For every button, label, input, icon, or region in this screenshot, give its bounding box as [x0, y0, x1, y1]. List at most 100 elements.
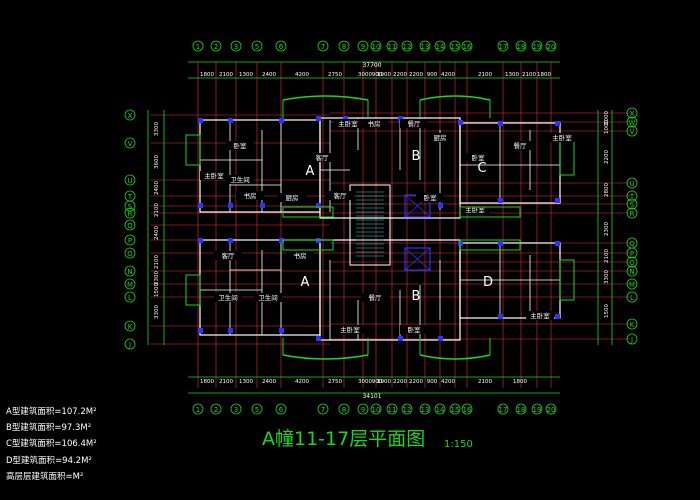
- dimension-left: 2400: [154, 226, 160, 240]
- dimension-bottom: 4200: [295, 379, 309, 385]
- axis-bubble-right: [626, 256, 638, 268]
- axis-label-right: W: [629, 119, 636, 127]
- room-label-bg: [464, 153, 492, 162]
- room-label: 卫生间: [230, 175, 250, 184]
- room-label-bg: [308, 153, 336, 162]
- axis-label-right: J: [630, 336, 633, 344]
- room-label-bg: [416, 193, 444, 202]
- axis-label-bottom: 11: [388, 406, 397, 414]
- corridor-strip: [459, 206, 521, 218]
- axis-label-right: T: [629, 193, 635, 201]
- room-label-bg: [506, 141, 534, 150]
- axis-label-bottom: 5: [255, 406, 259, 414]
- axis-bubble-top: [515, 40, 527, 52]
- axis-bubble-top: [419, 40, 431, 52]
- room-label-bg: [286, 251, 314, 260]
- axis-label-left: N: [127, 268, 132, 276]
- axis-label-bottom: 12: [403, 406, 412, 414]
- dimension-bottom: 2100: [478, 379, 492, 385]
- structural-column: [316, 116, 321, 121]
- axis-label-right: K: [630, 321, 635, 329]
- dimension-bottom: 1800: [513, 379, 527, 385]
- axis-bubble-top: [461, 40, 473, 52]
- axis-bubble-left: [124, 320, 136, 332]
- axis-label-left: J: [128, 341, 131, 349]
- dimension-right: 1000: [604, 120, 610, 134]
- axis-bubble-left: [124, 137, 136, 149]
- room-label: 卧室: [234, 141, 248, 150]
- room-label-bg: [400, 325, 428, 334]
- room-label-bg: [226, 141, 254, 150]
- axis-bubble-top: [401, 40, 413, 52]
- axis-bubble-right: [626, 125, 638, 137]
- room-label: 卧室: [472, 153, 486, 162]
- axis-bubble-top: [545, 40, 557, 52]
- dimension-right: 1500: [604, 304, 610, 318]
- room-label: 餐厅: [369, 293, 383, 302]
- room-label-bg: [326, 191, 354, 200]
- axis-label-bottom: 20: [547, 406, 556, 414]
- axis-label-right: M: [629, 281, 635, 289]
- axis-label-left: U: [127, 177, 132, 185]
- dimension-top: 2400: [262, 72, 276, 78]
- structural-column: [498, 314, 503, 319]
- dimension-left: 1500: [154, 283, 160, 297]
- note-high-floor-area: 高层层建筑面积=M²: [6, 472, 84, 482]
- axis-label-right: Q: [629, 240, 635, 248]
- axis-bubble-top: [317, 40, 329, 52]
- balcony-arc: [282, 354, 369, 360]
- room-label: 客厅: [334, 191, 348, 200]
- axis-label-top: 1: [196, 43, 200, 51]
- dimension-top: 4200: [441, 72, 455, 78]
- axis-label-top: 17: [499, 43, 508, 51]
- axis-bubble-left: [124, 219, 136, 231]
- structural-column: [398, 116, 403, 121]
- axis-label-top: 18: [517, 43, 526, 51]
- axis-bubble-top: [338, 40, 350, 52]
- unit-letter: A: [301, 275, 310, 290]
- axis-bubble-bottom: [251, 403, 263, 415]
- structural-column: [279, 238, 284, 243]
- room-label: 书房: [244, 191, 257, 200]
- unit-letter: B: [412, 149, 421, 164]
- axis-bubble-top: [449, 40, 461, 52]
- axis-bubble-top: [251, 40, 263, 52]
- structural-column: [498, 241, 503, 246]
- axis-label-right: S: [630, 201, 635, 209]
- balcony-arc: [282, 95, 369, 101]
- structural-column: [228, 203, 233, 208]
- dimension-top: 2200: [393, 72, 407, 78]
- axis-bubble-bottom: [192, 403, 204, 415]
- room-label: 餐厅: [408, 119, 422, 128]
- structural-column: [398, 336, 403, 341]
- structural-column: [279, 328, 284, 333]
- axis-bubble-top: [210, 40, 222, 52]
- axis-label-top: 13: [421, 43, 430, 51]
- structural-column: [198, 328, 203, 333]
- axis-label-top: 2: [214, 43, 218, 51]
- axis-label-top: 12: [403, 43, 412, 51]
- axis-bubble-bottom: [515, 403, 527, 415]
- axis-bubble-bottom: [210, 403, 222, 415]
- room-label-bg: [226, 175, 254, 184]
- dimension-top: 1800: [200, 72, 214, 78]
- dimension-left: 3300: [154, 122, 160, 136]
- dimension-bottom: 2100: [219, 379, 233, 385]
- dimension-top: 2200: [409, 72, 423, 78]
- axis-label-right: R: [630, 210, 635, 218]
- unit-letter: A: [306, 164, 315, 179]
- axis-label-left: O: [127, 250, 133, 258]
- axis-bubble-top: [531, 40, 543, 52]
- structural-column: [498, 121, 503, 126]
- dimension-top: 900: [372, 72, 383, 78]
- dimension-left: 2100: [154, 203, 160, 217]
- room-label: 厨房: [286, 193, 299, 202]
- axis-label-top: 10: [372, 43, 381, 51]
- dimension-bottom-total: 34101: [362, 393, 381, 400]
- axis-label-left: V: [128, 140, 133, 148]
- room-label-bg: [254, 293, 282, 302]
- room-label: 主卧室: [204, 171, 224, 180]
- axis-bubble-left: [124, 247, 136, 259]
